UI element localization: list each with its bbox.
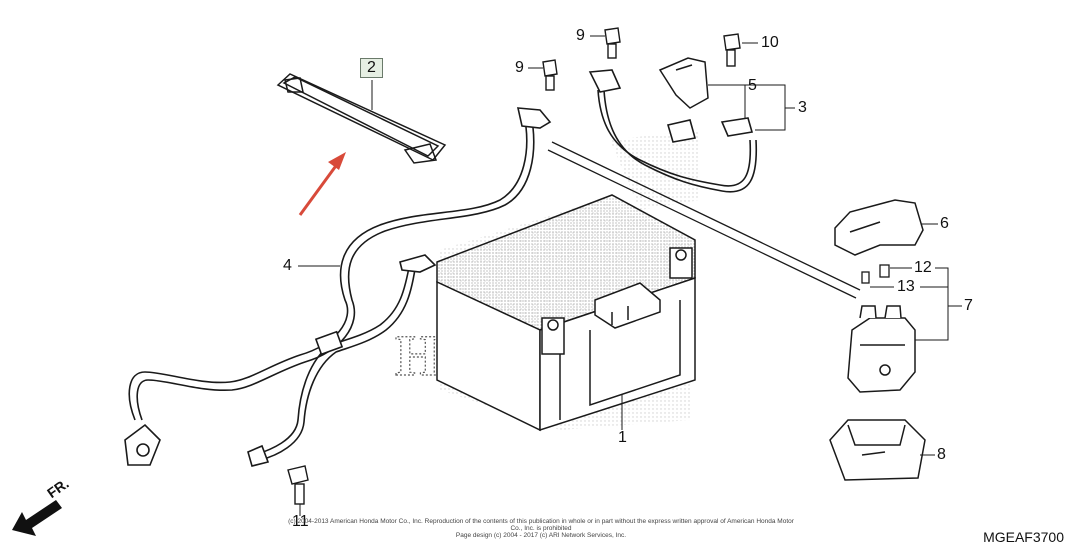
callout-9-left[interactable]: 9 (515, 59, 524, 76)
positive-cable[interactable] (588, 69, 758, 193)
front-direction-arrow (12, 500, 62, 536)
battery[interactable] (436, 194, 696, 432)
fuse-13[interactable] (861, 271, 870, 284)
relay-rubber-8[interactable] (829, 419, 926, 481)
callout-leader-7 (915, 267, 949, 341)
bolt-11[interactable] (287, 465, 309, 505)
callout-2[interactable]: 2 (360, 58, 383, 78)
fuse-12[interactable] (879, 264, 890, 278)
callout-leader-3 (755, 84, 786, 131)
callout-9-right[interactable]: 9 (576, 27, 585, 44)
relay-cover-6[interactable] (834, 199, 924, 256)
starter-relay-7[interactable] (847, 305, 916, 393)
callout-4[interactable]: 4 (283, 257, 292, 274)
callout-13[interactable]: 13 (897, 278, 915, 295)
diagram-code: MGEAF3700 (983, 529, 1064, 545)
terminal-cover-5[interactable] (658, 57, 709, 109)
bolt-10[interactable] (723, 33, 741, 67)
bolt-9-left[interactable] (542, 59, 558, 91)
callout-leader-5b (708, 84, 746, 118)
relay-wire (547, 141, 861, 299)
callout-10[interactable]: 10 (761, 34, 779, 51)
callout-5[interactable]: 5 (748, 77, 757, 94)
copyright-notice: (c) 2004-2013 American Honda Motor Co., … (286, 518, 796, 539)
copyright-line-1: (c) 2004-2013 American Honda Motor Co., … (288, 518, 794, 532)
bolt-9-right[interactable] (604, 27, 621, 59)
battery-band[interactable] (276, 73, 447, 164)
negative-cable[interactable] (124, 107, 552, 467)
callout-1[interactable]: 1 (618, 429, 627, 446)
callout-12[interactable]: 12 (914, 259, 932, 276)
callout-7[interactable]: 7 (964, 297, 973, 314)
callout-3[interactable]: 3 (798, 99, 807, 116)
copyright-line-2: Page design (c) 2004 - 2017 (c) ARI Netw… (455, 532, 627, 539)
callout-8[interactable]: 8 (937, 446, 946, 463)
callout-6[interactable]: 6 (940, 215, 949, 232)
callout-11[interactable]: 11 (292, 513, 309, 530)
direction-arrow-red (298, 152, 346, 216)
